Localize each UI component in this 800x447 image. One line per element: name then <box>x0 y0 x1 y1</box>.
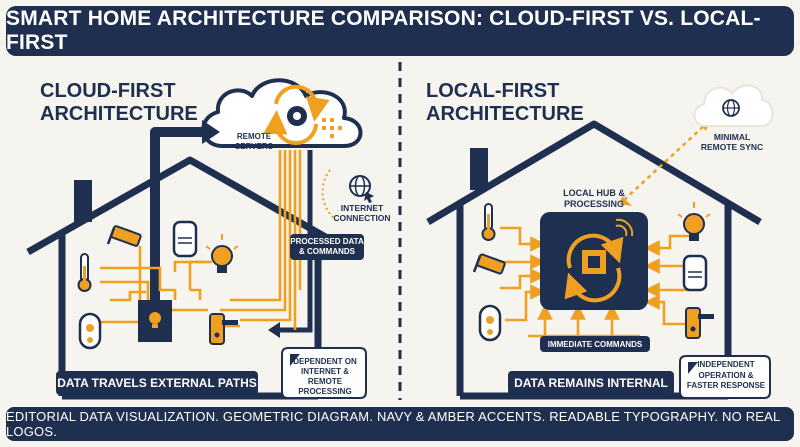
cloud-title-line1: CLOUD-FIRST <box>40 80 176 102</box>
cloud-banner-text: DATA TRAVELS EXTERNAL PATHS <box>57 376 257 390</box>
cloud-banner: DATA TRAVELS EXTERNAL PATHS <box>56 371 258 395</box>
remote-servers-label: REMOTE SERVERS <box>226 132 282 152</box>
cloud-title-line2: ARCHITECTURE <box>40 103 198 125</box>
cloud-icon <box>201 78 363 148</box>
cloud-first-title: CLOUD-FIRST ARCHITECTURE <box>40 80 198 126</box>
minimal-sync-label: MINIMAL REMOTE SYNC <box>696 132 768 152</box>
upload-path-arrow <box>150 127 205 300</box>
camera-icon <box>106 225 142 247</box>
door-lock-icon <box>209 313 238 345</box>
local-hub-icon <box>540 212 648 310</box>
local-title-line1: LOCAL-FIRST <box>426 80 560 102</box>
thermometer-icon <box>77 253 92 292</box>
internet-line1: INTERNET <box>340 203 384 213</box>
internet-line2: CONNECTION <box>333 213 391 223</box>
independent-line1: INDEPENDENT <box>697 360 755 369</box>
independent-text: INDEPENDENT OPERATION & FASTER RESPONSE <box>684 360 768 392</box>
dependent-line2: INTERNET & REMOTE <box>301 367 349 386</box>
hub-label-line1: LOCAL HUB & <box>563 188 625 198</box>
remote-servers-line2: SERVERS <box>234 142 274 151</box>
cloud-center-bulb-icon <box>149 312 161 328</box>
page-title: SMART HOME ARCHITECTURE COMPARISON: CLOU… <box>6 6 794 56</box>
local-banner-text: DATA REMAINS INTERNAL <box>514 376 668 390</box>
independent-bubble <box>679 355 771 399</box>
lock-icon <box>78 312 102 350</box>
local-hub-label: LOCAL HUB & PROCESSING <box>548 188 640 210</box>
speaker-icon <box>682 254 708 292</box>
local-house-chimney <box>470 148 488 190</box>
dependent-text: DEPENDENT ON INTERNET & REMOTE PROCESSIN… <box>286 357 364 397</box>
thermometer-icon <box>481 203 496 241</box>
globe-icon <box>321 169 374 221</box>
dependent-line3: PROCESSING <box>298 387 352 396</box>
sync-arrow <box>623 123 707 201</box>
immediate-commands-tag: IMMEDIATE COMMANDS <box>540 336 650 352</box>
hub-label-line2: PROCESSING <box>563 199 624 209</box>
processed-line1: PROCESSED DATA <box>290 237 364 246</box>
camera-icon <box>472 253 506 275</box>
dependent-line1: DEPENDENT ON <box>293 357 357 366</box>
processed-line2: & COMMANDS <box>299 247 355 256</box>
independent-line2: OPERATION & <box>698 370 754 380</box>
remote-sync-cloud-icon <box>693 84 774 127</box>
footer-caption: EDITORIAL DATA VISUALIZATION. GEOMETRIC … <box>6 407 794 441</box>
internet-connection-label: INTERNET CONNECTION <box>330 203 394 223</box>
remote-servers-line1: REMOTE <box>236 132 272 141</box>
sync-label-line1: MINIMAL <box>713 132 751 142</box>
cloud-house-chimney <box>74 180 92 222</box>
speaker-icon <box>172 220 198 258</box>
lightbulb-icon <box>677 202 711 241</box>
local-title-line2: ARCHITECTURE <box>426 103 584 125</box>
processed-data-tag: PROCESSED DATA & COMMANDS <box>290 234 364 260</box>
dependent-bubble <box>281 347 367 399</box>
door-lock-icon <box>685 307 714 339</box>
immediate-commands-text: IMMEDIATE COMMANDS <box>547 339 643 349</box>
local-banner: DATA REMAINS INTERNAL <box>508 371 674 395</box>
lightbulb-icon <box>205 234 239 273</box>
return-path-line <box>276 150 313 333</box>
lock-icon <box>478 304 502 342</box>
independent-line3: FASTER RESPONSE <box>686 381 766 390</box>
sync-label-line2: REMOTE SYNC <box>700 142 764 152</box>
local-first-title: LOCAL-FIRST ARCHITECTURE <box>426 80 584 126</box>
